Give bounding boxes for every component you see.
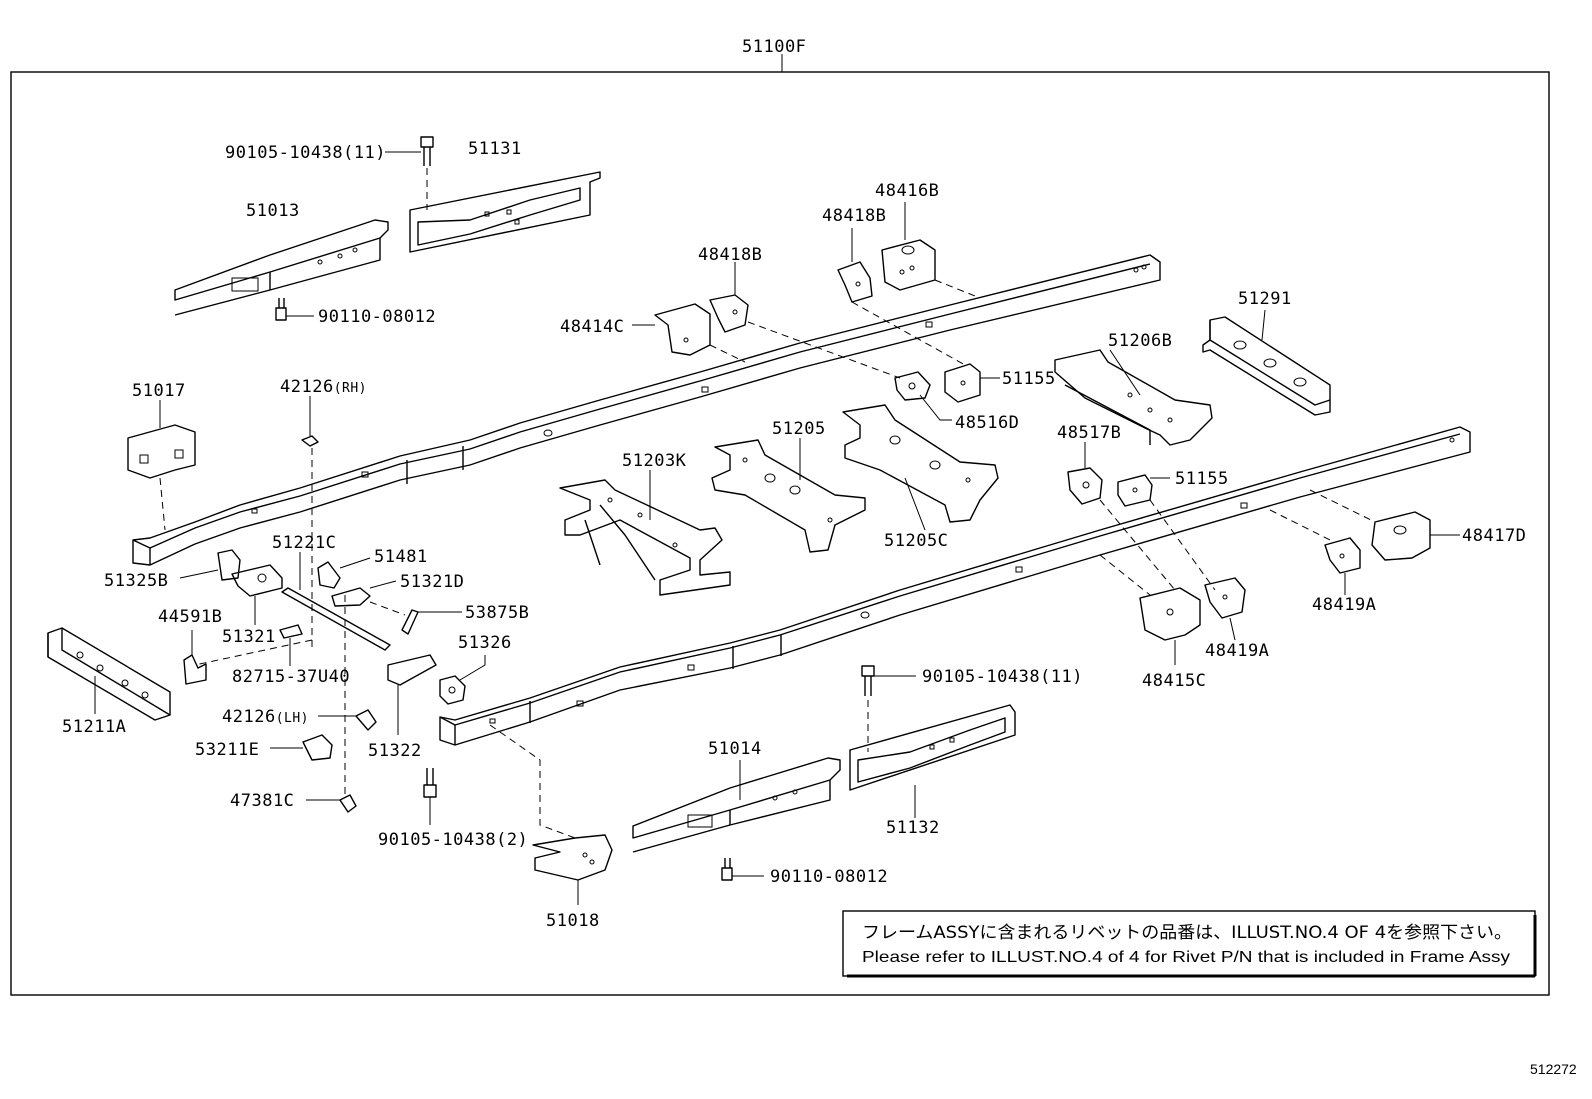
label-48517B: 48517B (1057, 423, 1121, 443)
label-51132: 51132 (886, 818, 940, 838)
part-51326 (439, 655, 486, 705)
rivet-note-box: フレームASSYに含まれるリベットの品番は、ILLUST.NO.4 OF 4を参… (842, 910, 1537, 978)
part-82715-37U40 (279, 624, 303, 666)
part-51481 (317, 557, 371, 589)
label-51206B: 51206B (1108, 331, 1172, 351)
bolt-90105-10438-top (385, 136, 434, 210)
label-51481: 51481 (374, 547, 428, 567)
label-51325B: 51325B (104, 571, 168, 591)
part-51014 (632, 757, 841, 853)
part-51321D (331, 580, 397, 607)
bolt-90105-10438-2 (423, 768, 437, 825)
part-51205C (842, 404, 999, 531)
part-51203K (559, 470, 731, 596)
part-51325B (179, 549, 241, 581)
label-51018: 51018 (546, 911, 600, 931)
label-42126-lh-suffix: (LH) (276, 711, 309, 726)
part-48419A-left (1204, 577, 1246, 641)
label-51291: 51291 (1238, 289, 1292, 309)
part-51206B (1054, 349, 1213, 446)
part-48414C (632, 303, 711, 356)
label-90105-10438-2: 90105-10438(2) (378, 830, 528, 850)
part-51221C (281, 552, 391, 651)
part-53211E (270, 734, 333, 761)
bolt-90105-10438-bottom (861, 665, 916, 752)
part-51017 (127, 400, 196, 531)
label-51017: 51017 (132, 381, 186, 401)
label-51321D: 51321D (400, 572, 464, 592)
label-51155-top: 51155 (1002, 369, 1056, 389)
label-48415C: 48415C (1142, 671, 1206, 691)
label-90110-08012-bottom: 90110-08012 (770, 867, 888, 887)
label-48418B-right: 48418B (822, 206, 886, 226)
label-51013: 51013 (246, 201, 300, 221)
part-51155-top (944, 363, 1000, 403)
part-51322 (387, 654, 437, 735)
label-90105-10438-11-bottom: 90105-10438(11) (922, 667, 1083, 687)
label-48419A-left: 48419A (1205, 641, 1269, 661)
bolt-90110-08012-bottom (721, 858, 764, 881)
label-42126-lh-number: 42126 (222, 707, 276, 727)
label-51205: 51205 (772, 419, 826, 439)
part-48415C (1139, 587, 1201, 665)
assembly-border (10, 71, 1550, 996)
part-51205 (711, 438, 866, 553)
label-51221C: 51221C (272, 533, 336, 553)
label-51205C: 51205C (884, 531, 948, 551)
part-51291 (1202, 309, 1331, 416)
part-51131 (409, 171, 601, 253)
part-48418B-right (837, 228, 873, 303)
note-english: Please refer to ILLUST.NO.4 of 4 for Riv… (862, 949, 1510, 966)
label-47381C: 47381C (230, 791, 294, 811)
label-42126-rh-number: 42126 (280, 377, 334, 397)
part-51155-mid (1117, 474, 1170, 507)
label-42126-rh: 42126(RH) (280, 377, 367, 397)
part-42126-lh (318, 709, 377, 731)
bolt-90110-08012-top (275, 298, 314, 321)
label-44591B: 44591B (158, 607, 222, 627)
part-53875B (369, 601, 462, 635)
part-51013 (174, 219, 389, 316)
label-48416B: 48416B (875, 181, 939, 201)
label-82715-37U40: 82715-37U40 (232, 667, 350, 687)
label-51326: 51326 (458, 633, 512, 653)
note-japanese: フレームASSYに含まれるリベットの品番は、ILLUST.NO.4 OF 4を参… (862, 923, 1512, 943)
part-51018 (489, 724, 613, 905)
part-48517B (1067, 442, 1103, 505)
part-48417D (1371, 511, 1460, 561)
label-51211A: 51211A (62, 717, 126, 737)
label-51155-mid: 51155 (1175, 469, 1229, 489)
label-48414C: 48414C (560, 317, 624, 337)
left-side-rail (132, 254, 1161, 566)
label-90105-10438-11-top: 90105-10438(11) (225, 143, 386, 163)
label-42126-rh-suffix: (RH) (334, 381, 367, 396)
label-51322: 51322 (368, 741, 422, 761)
label-90110-08012-top: 90110-08012 (318, 307, 436, 327)
label-51014: 51014 (708, 739, 762, 759)
illustration-reference-number: 512272 (1530, 1061, 1577, 1077)
part-48516D (894, 371, 952, 421)
label-51321: 51321 (222, 627, 276, 647)
label-48418B-left: 48418B (698, 245, 762, 265)
part-44591B (183, 630, 207, 685)
part-51321 (231, 564, 283, 625)
label-48516D: 48516D (955, 413, 1019, 433)
label-51131: 51131 (468, 139, 522, 159)
part-47381C (306, 794, 357, 813)
assembly-label: 51100F (742, 37, 806, 57)
right-side-rail (439, 426, 1471, 746)
label-51203K: 51203K (622, 451, 687, 471)
part-51132 (849, 704, 1016, 818)
part-51211A (47, 627, 171, 721)
part-48419A-right (1324, 537, 1361, 595)
label-48419A-right: 48419A (1312, 595, 1376, 615)
label-48417D: 48417D (1462, 526, 1526, 546)
part-48416B (881, 202, 936, 291)
part-42126-rh (194, 396, 319, 666)
part-48418B-left (709, 262, 749, 333)
label-53211E: 53211E (195, 740, 259, 760)
label-53875B: 53875B (465, 603, 529, 623)
label-42126-lh: 42126(LH) (222, 707, 309, 727)
